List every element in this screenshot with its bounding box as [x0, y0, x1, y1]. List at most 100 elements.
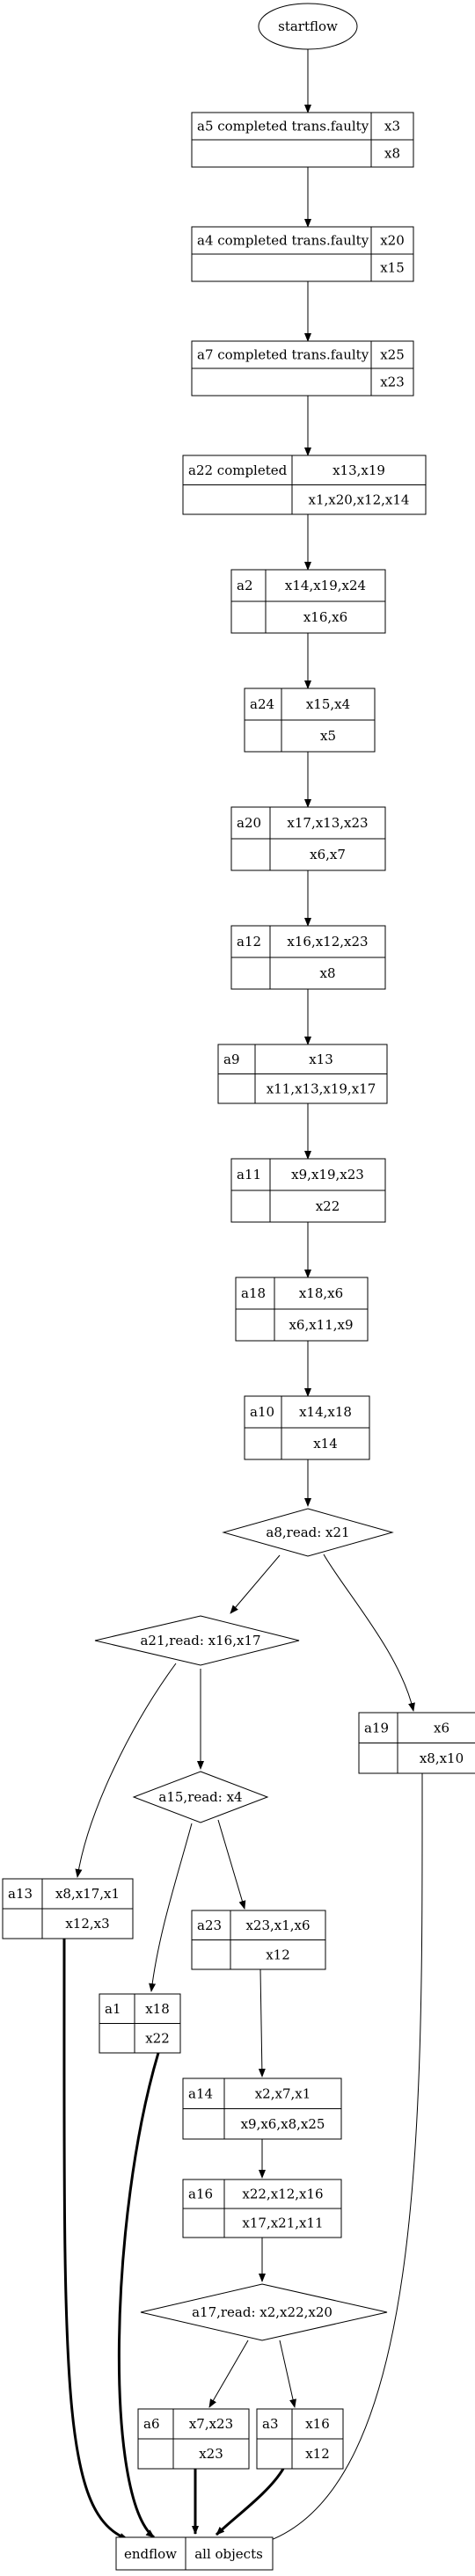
task-a24-outputs: x5 [320, 728, 336, 744]
task-a22-inputs: x13,x19 [332, 462, 385, 478]
task-node-a5: a5 completed trans.faulty x3 x8 [191, 112, 414, 168]
task-a11-outputs: x22 [316, 1198, 340, 1214]
task-a22-outputs: x1,x20,x12,x14 [309, 491, 410, 507]
task-nodes: a5 completed trans.faulty x3 x8 a4 complete… [2, 112, 475, 2470]
decision-a15: a15,read: x4 [132, 1771, 269, 1823]
task-a19-inputs: x6 [434, 1720, 449, 1736]
task-a22-name: a22 completed [188, 462, 288, 478]
task-a12-inputs: x16,x12,x23 [287, 934, 368, 950]
start-label: startflow [278, 18, 338, 34]
start-node: startflow [258, 3, 358, 50]
task-a3-name: a3 [262, 2416, 279, 2432]
task-a5-inputs: x3 [384, 119, 400, 135]
task-node-a18: a18 x18,x6 x6,x11,x9 [235, 1277, 369, 1342]
task-a12-name: a12 [237, 934, 261, 950]
edge-a15-a23 [217, 1819, 246, 1910]
task-a5-name: a5 completed trans.faulty [197, 119, 369, 135]
task-a20-outputs: x6,x7 [310, 847, 346, 862]
task-a6-outputs: x23 [199, 2446, 223, 2462]
task-a11-name: a11 [237, 1167, 261, 1182]
edge-a13-end [62, 1938, 128, 2541]
task-a10-outputs: x14 [313, 1436, 338, 1452]
task-a19-name: a19 [364, 1720, 389, 1736]
task-a10-name: a10 [250, 1404, 274, 1420]
task-a12-outputs: x8 [319, 965, 335, 981]
task-a11-inputs: x9,x19,x23 [291, 1167, 364, 1182]
task-a24-inputs: x15,x4 [306, 696, 350, 712]
task-a2-inputs: x14,x19,x24 [285, 578, 366, 593]
decision-a21: a21,read: x16,x17 [94, 1615, 300, 1666]
task-node-a10: a10 x14,x18 x14 [244, 1395, 370, 1460]
task-a18-name: a18 [241, 1285, 266, 1301]
task-a14-name: a14 [188, 2085, 213, 2101]
edge-a8-a19 [323, 1554, 415, 1712]
task-a23-outputs: x12 [266, 1947, 290, 1962]
task-a9-name: a9 [223, 1052, 240, 1067]
edge-a1-end [117, 2052, 160, 2539]
decision-a8: a8,read: x21 [222, 1508, 394, 1557]
end-label: endflow [124, 2546, 177, 2562]
task-a4-outputs: x15 [380, 260, 405, 276]
task-a1-inputs: x18 [145, 2001, 170, 2017]
edge-a17-a3 [279, 2340, 296, 2408]
decision-a15-label: a15,read: x4 [158, 1789, 242, 1805]
edge-a3-end [215, 2468, 285, 2536]
decision-a17: a17,read: x2,x22,x20 [140, 2283, 388, 2341]
task-a7-name: a7 completed trans.faulty [197, 347, 369, 363]
task-a2-outputs: x16,x6 [303, 609, 347, 625]
edges [62, 48, 423, 2543]
task-a7-inputs: x25 [380, 347, 405, 363]
task-node-a12: a12 x16,x12,x23 x8 [230, 925, 386, 990]
edge-a21-a13 [75, 1663, 177, 1878]
edge-a19-end [263, 1772, 423, 2543]
task-a1-name: a1 [105, 2001, 121, 2017]
task-a20-inputs: x17,x13,x23 [287, 815, 368, 831]
task-a4-inputs: x20 [380, 233, 405, 249]
edge-a15-a1 [149, 1823, 193, 1992]
decision-a17-label: a17,read: x2,x22,x20 [192, 2304, 332, 2320]
task-a5-outputs: x8 [384, 146, 400, 162]
task-a18-outputs: x6,x11,x9 [289, 1317, 353, 1333]
task-a19-outputs: x8,x10 [420, 1750, 464, 1766]
task-node-a14: a14 x2,x7,x1 x9,x6,x8,x25 [182, 2078, 342, 2140]
task-node-a1: a1 x18 x22 [99, 1993, 181, 2054]
task-node-a22: a22 completed x13,x19 x1,x20,x12,x14 [182, 455, 427, 515]
end-objects: all objects [194, 2546, 263, 2562]
task-node-a6: a6 x7,x23 x23 [137, 2408, 250, 2470]
end-node: endflow all objects [115, 2536, 274, 2571]
task-node-a4: a4 completed trans.faulty x20 x15 [191, 226, 414, 282]
task-a3-outputs: x12 [305, 2446, 330, 2462]
task-a14-outputs: x9,x6,x8,x25 [241, 2116, 325, 2132]
task-node-a19: a19 x6 x8,x10 [358, 1712, 475, 1774]
task-a13-name: a13 [8, 1886, 33, 1902]
task-a9-outputs: x11,x13,x19,x17 [267, 1081, 376, 1096]
edge-a8-a21 [230, 1554, 281, 1614]
task-a1-outputs: x22 [145, 2030, 170, 2046]
task-a14-inputs: x2,x7,x1 [255, 2085, 311, 2101]
task-a9-inputs: x13 [309, 1052, 333, 1067]
edge-a17-a6 [208, 2340, 249, 2408]
task-a6-name: a6 [143, 2416, 160, 2432]
edge-a23-a14 [258, 1968, 266, 2078]
task-a4-name: a4 completed trans.faulty [197, 233, 369, 249]
task-a16-outputs: x17,x21,x11 [242, 2216, 323, 2231]
task-node-a9: a9 x13 x11,x13,x19,x17 [217, 1044, 388, 1104]
decision-a8-label: a8,read: x21 [266, 1524, 349, 1540]
decision-a21-label: a21,read: x16,x17 [140, 1633, 260, 1648]
task-a24-name: a24 [250, 696, 274, 712]
task-a18-inputs: x18,x6 [299, 1285, 343, 1301]
task-a6-inputs: x7,x23 [189, 2416, 233, 2432]
task-a16-inputs: x22,x12,x16 [242, 2187, 323, 2202]
task-node-a24: a24 x15,x4 x5 [244, 688, 376, 753]
task-a3-inputs: x16 [305, 2416, 330, 2432]
task-a23-inputs: x23,x1,x6 [245, 1917, 310, 1933]
task-a10-inputs: x14,x18 [299, 1404, 352, 1420]
task-a13-outputs: x12,x3 [65, 1916, 109, 1932]
